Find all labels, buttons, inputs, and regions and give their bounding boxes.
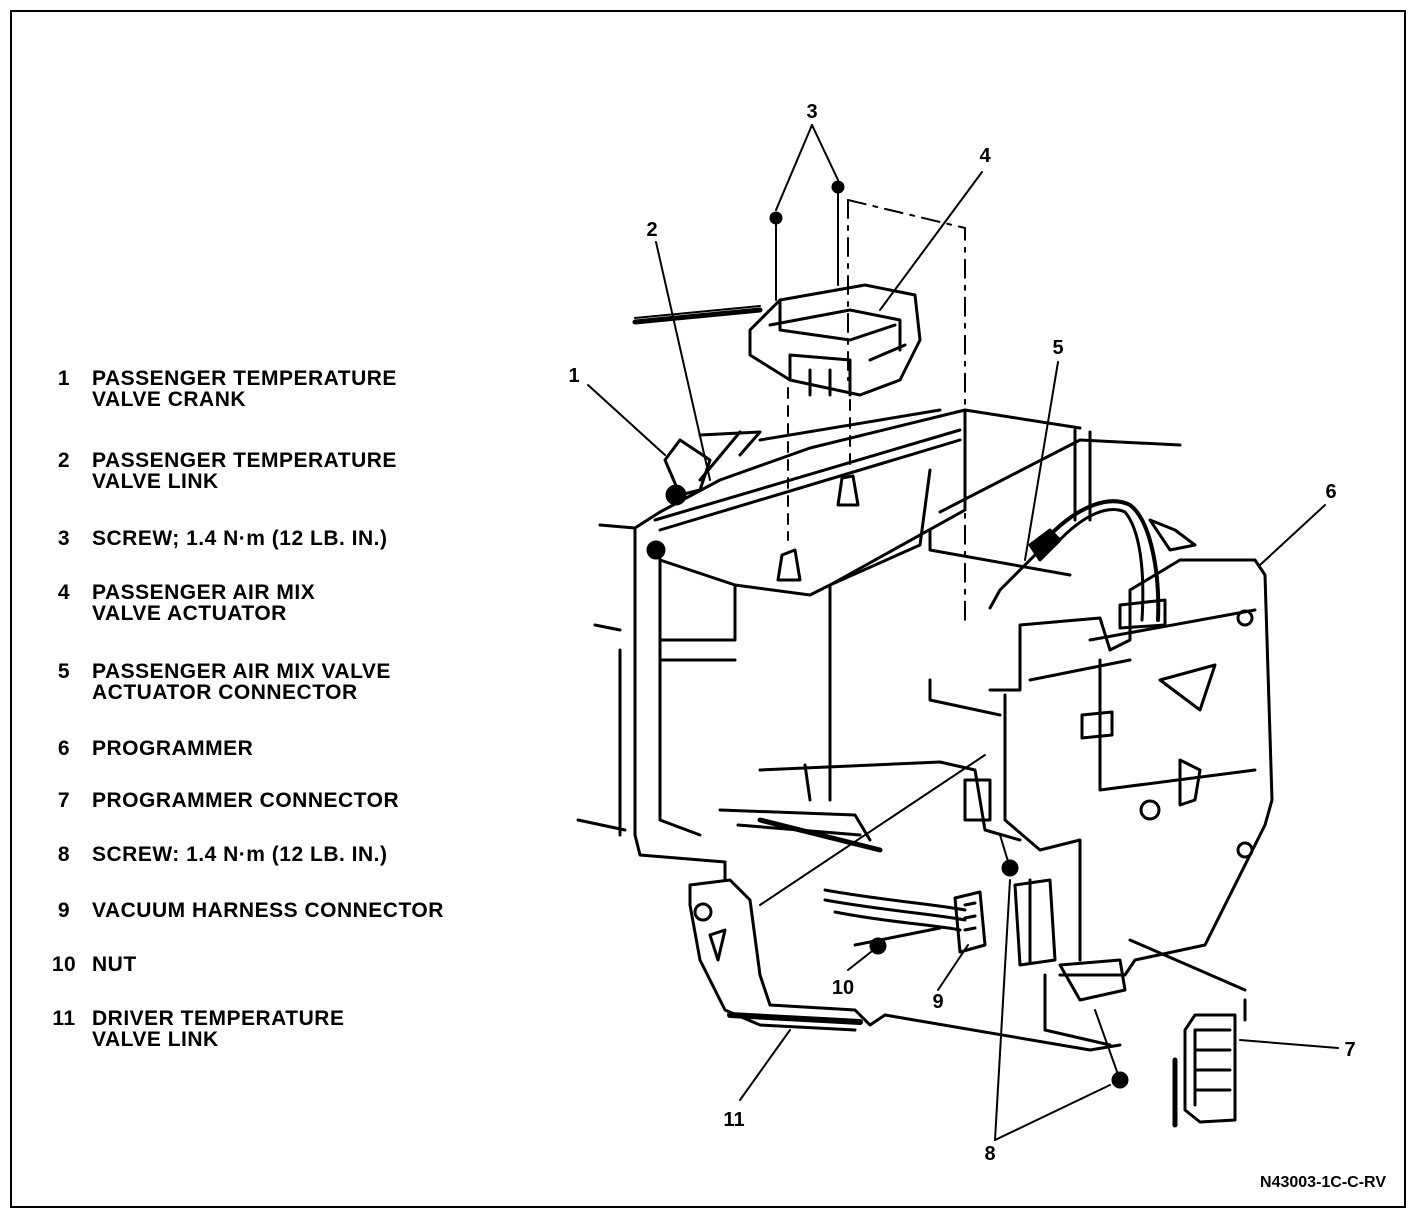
legend-text: DRIVER TEMPERATURE VALVE LINK — [92, 1007, 345, 1051]
legend-text: SCREW: 1.4 N·m (12 LB. IN.) — [92, 843, 388, 866]
callout-1: 1 — [568, 365, 579, 387]
programmer-connector — [1183, 1013, 1237, 1124]
legend-text: NUT — [92, 953, 137, 976]
legend-number: 10 — [51, 953, 77, 976]
callout-3: 3 — [806, 101, 817, 123]
legend-number: 4 — [57, 581, 71, 604]
legend-item: 7 PROGRAMMER CONNECTOR — [36, 790, 399, 811]
legend-item: 1 PASSENGER TEMPERATURE VALVE CRANK — [36, 368, 397, 410]
legend-number: 11 — [52, 1007, 76, 1030]
legend-text: PASSENGER TEMPERATURE VALVE LINK — [92, 449, 397, 493]
callout-7: 7 — [1344, 1039, 1355, 1061]
vacuum-harness-connector — [953, 890, 987, 954]
legend-number: 5 — [57, 660, 71, 683]
legend-text: PASSENGER AIR MIX VALVE ACTUATOR — [92, 581, 316, 625]
reference-code: N43003-1C-C-RV — [1260, 1174, 1386, 1191]
diagram-frame — [10, 10, 1406, 1208]
callout-5: 5 — [1052, 337, 1063, 359]
legend-text: SCREW; 1.4 N·m (12 LB. IN.) — [92, 527, 388, 550]
callout-11: 11 — [723, 1109, 744, 1131]
legend-number: 8 — [57, 843, 71, 866]
legend-item: 3 SCREW; 1.4 N·m (12 LB. IN.) — [36, 528, 387, 549]
legend-item: 9 VACUUM HARNESS CONNECTOR — [36, 900, 444, 921]
legend-number: 3 — [57, 527, 71, 550]
driver-valve-link — [727, 1012, 863, 1025]
callout-10: 10 — [832, 977, 854, 999]
legend-text: PASSENGER TEMPERATURE VALVE CRANK — [92, 367, 397, 411]
legend-number: 7 — [57, 789, 71, 812]
legend-text: PROGRAMMER — [92, 737, 254, 760]
legend-text: VACUUM HARNESS CONNECTOR — [92, 899, 444, 922]
callout-9: 9 — [932, 991, 943, 1013]
case-left-edge — [633, 526, 727, 882]
case-top-edge — [633, 408, 1082, 530]
legend-number: 1 — [57, 367, 71, 390]
legend-item: 2 PASSENGER TEMPERATURE VALVE LINK — [36, 450, 397, 492]
callout-4: 4 — [979, 145, 991, 167]
legend-item: 10 NUT — [36, 954, 137, 975]
legend-item: 6 PROGRAMMER — [36, 738, 253, 759]
legend-number: 9 — [57, 899, 71, 922]
legend-text: PASSENGER AIR MIX VALVE ACTUATOR CONNECT… — [92, 660, 391, 704]
valve-link-rod — [632, 307, 763, 325]
programmer-body — [988, 558, 1274, 977]
legend-item: 4 PASSENGER AIR MIX VALVE ACTUATOR — [36, 582, 315, 624]
legend-item: 8 SCREW: 1.4 N·m (12 LB. IN.) — [36, 844, 387, 865]
callout-2: 2 — [646, 219, 657, 241]
legend-number: 2 — [57, 449, 71, 472]
air-mix-actuator — [748, 283, 922, 397]
legend-item: 11 DRIVER TEMPERATURE VALVE LINK — [36, 1008, 344, 1050]
callout-8: 8 — [984, 1143, 995, 1165]
legend-text: PROGRAMMER CONNECTOR — [92, 789, 400, 812]
legend-item: 5 PASSENGER AIR MIX VALVE ACTUATOR CONNE… — [36, 661, 391, 703]
legend-number: 6 — [57, 737, 71, 760]
callout-6: 6 — [1325, 481, 1336, 503]
